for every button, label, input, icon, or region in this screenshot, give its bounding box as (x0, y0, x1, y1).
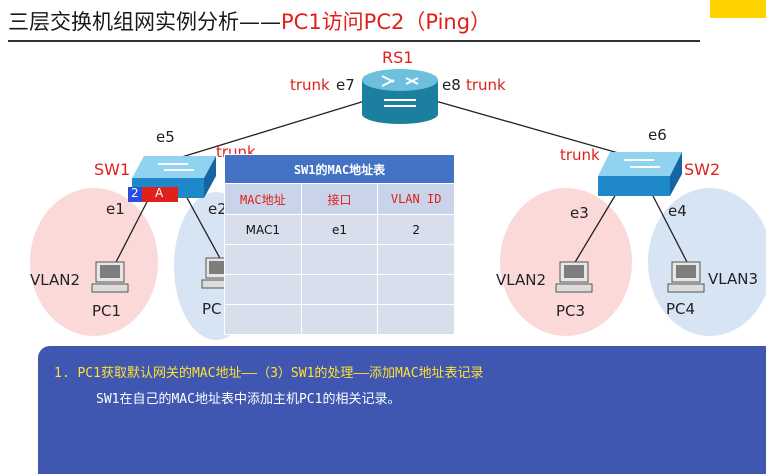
title-main: 三层交换机组网实例分析—— (8, 10, 281, 34)
port-badge-num-bg (128, 187, 142, 202)
pc1-icon (91, 261, 129, 293)
table-row: MAC1 e1 2 (224, 214, 455, 245)
vlan-right-label: VLAN3 (708, 270, 758, 288)
pc3-icon (555, 261, 593, 293)
pc4-icon (667, 261, 705, 293)
corner-marker (710, 0, 766, 18)
mac-table-header-port: 接口 (300, 183, 379, 215)
info-step-line: 1. PC1获取默认网关的MAC地址——（3）SW1的处理——添加MAC地址表记… (54, 366, 484, 381)
mac-cell: MAC1 (224, 214, 302, 245)
vlan-cell: 2 (377, 214, 455, 245)
port-cell: e1 (300, 214, 379, 245)
router-rs1-icon (362, 69, 438, 124)
pc1-label: PC1 (92, 302, 122, 320)
port-badge-letter-bg (142, 187, 178, 202)
trunk-label-e6: trunk (560, 146, 600, 164)
vlan2-left-area (30, 188, 158, 336)
port-badge-num: 2 (131, 186, 139, 200)
link-rs1-sw2 (431, 99, 637, 159)
mac-address-table: SW1的MAC地址表 MAC地址 接口 VLAN ID MAC1 e1 2 (224, 154, 455, 335)
page-title: 三层交换机组网实例分析——PC1访问PC2（Ping） (8, 6, 491, 36)
link-sw2-pc3 (573, 193, 617, 265)
port-e2: e2 (208, 200, 227, 218)
trunk-label-e8: trunk (466, 76, 506, 94)
mac-table-header-mac: MAC地址 (224, 183, 302, 215)
pc3-label: PC3 (556, 302, 586, 320)
vlan-left-label: VLAN2 (30, 271, 80, 289)
table-row-empty (224, 244, 455, 275)
link-sw2-pc4 (651, 193, 689, 265)
pc2-label: PC (202, 300, 222, 318)
link-sw1-pc2 (185, 195, 223, 263)
title-divider (8, 40, 700, 42)
mac-table-caption: SW1的MAC地址表 (224, 154, 455, 184)
port-e7: e7 (336, 76, 355, 94)
table-row-empty (224, 274, 455, 305)
link-rs1-sw1 (171, 99, 369, 161)
port-e3: e3 (570, 204, 589, 222)
vlan-sw2-left-label: VLAN2 (496, 271, 546, 289)
port-e8: e8 (442, 76, 461, 94)
pc4-label: PC4 (666, 300, 696, 318)
port-e5: e5 (156, 128, 175, 146)
mac-table-header-vlan: VLAN ID (377, 183, 455, 215)
port-e1: e1 (106, 200, 125, 218)
port-e4: e4 (668, 202, 687, 220)
trunk-label-e7: trunk (290, 76, 330, 94)
router-label: RS1 (382, 48, 414, 67)
info-description: SW1在自己的MAC地址表中添加主机PC1的相关记录。 (96, 392, 401, 407)
sw1-label: SW1 (94, 160, 131, 179)
vlan3-right-area (648, 188, 766, 336)
table-row-empty (224, 304, 455, 335)
pc2-icon (201, 257, 227, 289)
port-e6: e6 (648, 126, 667, 144)
info-panel: 1. PC1获取默认网关的MAC地址——（3）SW1的处理——添加MAC地址表记… (38, 346, 766, 474)
switch-sw2-icon (598, 152, 682, 196)
port-badge-letter: A (155, 186, 164, 200)
title-highlight: PC1访问PC2（Ping） (281, 10, 492, 34)
sw2-label: SW2 (684, 160, 721, 179)
link-sw1-pc1 (113, 195, 151, 267)
